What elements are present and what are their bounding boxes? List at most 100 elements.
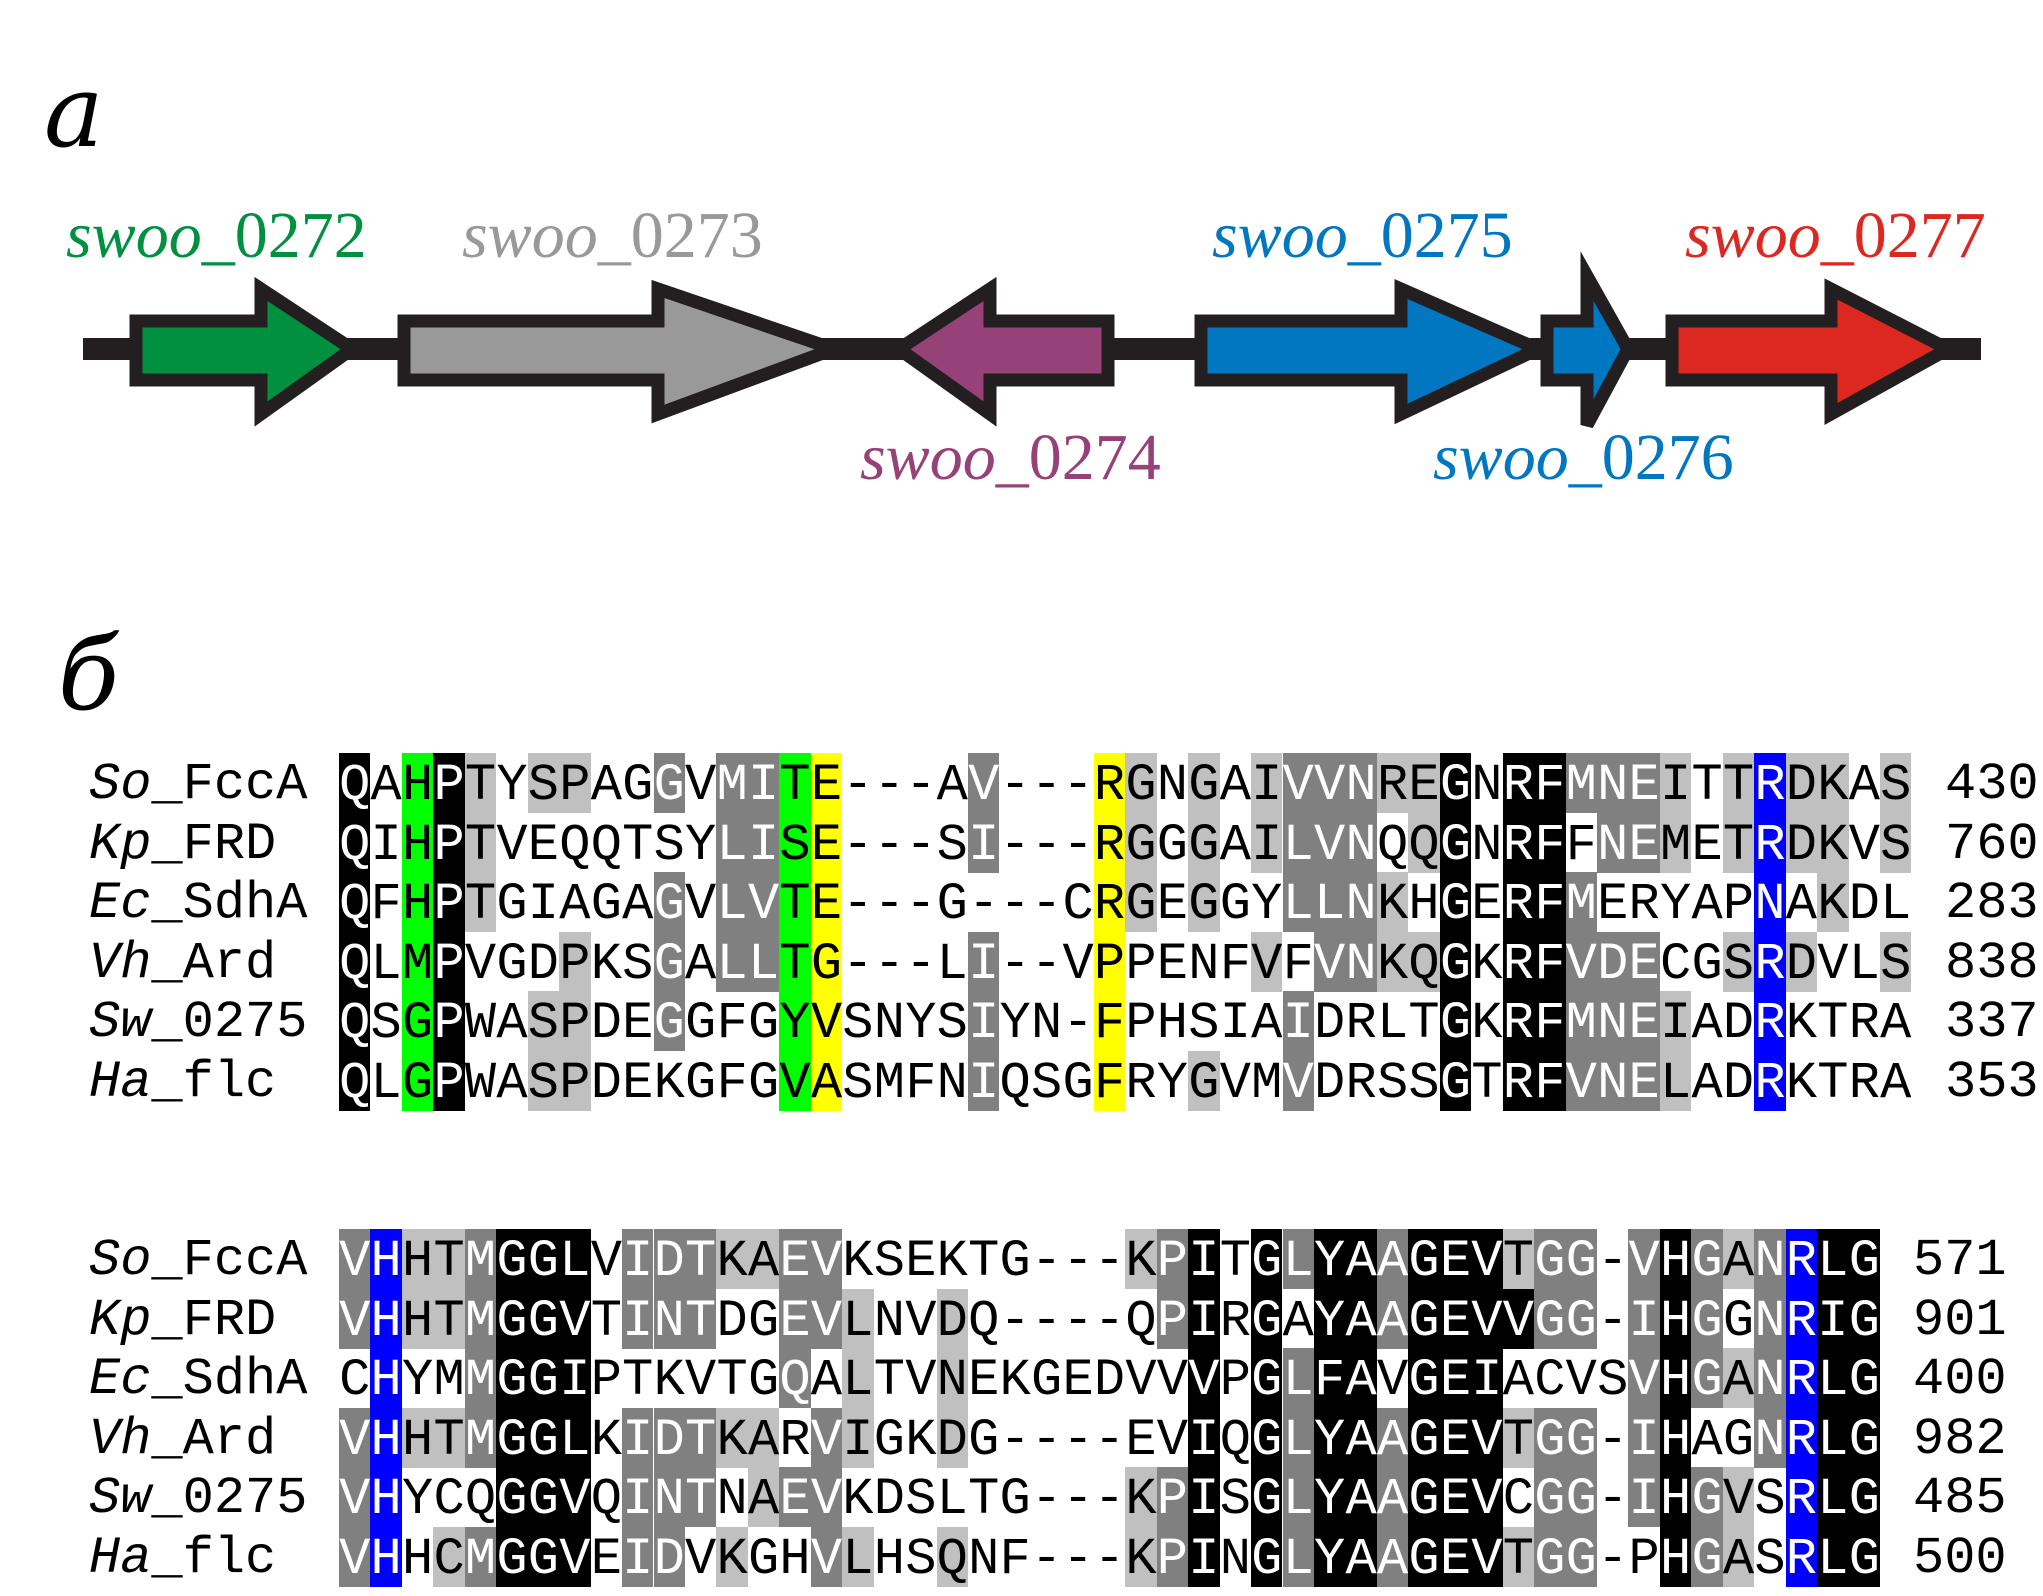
residue: N [968,1530,1000,1588]
residue: S [842,994,874,1052]
gene-arrow-swoo-0272 [129,276,364,427]
residue: E [810,872,843,933]
residue: K [1376,931,1409,992]
residue: D [1093,1351,1126,1409]
residue: G [1848,1527,1881,1588]
residue: H [370,1467,402,1528]
residue: - [999,1291,1031,1349]
residue: Q [464,1470,497,1528]
residue: F [1534,812,1566,873]
residue: P [559,753,591,814]
residue: - [1031,875,1063,933]
residue: T [873,1351,905,1409]
residue: C [1062,875,1094,933]
species-abbrev: So [89,1231,152,1290]
residue: G [1534,1527,1566,1588]
residue: K [653,1351,685,1409]
residue: H [1659,1467,1692,1528]
residue: M [464,1288,497,1349]
residue: - [1062,815,1094,873]
residue: V [1282,753,1314,814]
residue: A [1880,1054,1912,1112]
residue: D [590,994,622,1052]
residue: K [1125,1527,1157,1588]
residue: G [1691,1288,1723,1349]
residue: M [464,1348,497,1409]
residue: - [1062,994,1094,1052]
residue: P [559,991,591,1052]
residue: V [1471,1527,1503,1588]
residue: M [433,1351,465,1409]
residue: A [1219,756,1251,814]
residue: G [401,1051,434,1112]
residue: E [1439,1288,1472,1349]
residue: E [1628,753,1660,814]
gene-label-swoo-0273: swoo_0273 [462,203,763,269]
residue: R [1754,753,1786,814]
residue: V [1188,1348,1220,1409]
protein-name: _FRD [151,1290,277,1350]
residue: G [1188,872,1220,933]
residue: I [1628,1288,1660,1349]
residue: N [936,1054,968,1112]
residue: F [1534,991,1566,1052]
residue: G [1691,934,1723,992]
residue: G [1031,1351,1063,1409]
residue: I [370,815,402,873]
residue: N [1156,756,1189,814]
residue: Q [936,1527,968,1588]
gene-label-swoo-0275: swoo_0275 [1212,203,1513,269]
residue: Y [1313,1467,1346,1528]
residue: L [842,1527,874,1588]
residue: E [810,812,843,873]
residue: K [1125,1467,1157,1528]
residue: T [464,812,497,873]
residue: W [464,994,497,1052]
residue: S [1754,1530,1786,1588]
residue: K [1125,1229,1157,1290]
residue: R [1502,753,1535,814]
residue: S [905,1470,937,1528]
residue: T [433,1288,465,1349]
residue: P [1628,1530,1660,1588]
residue: V [685,756,717,814]
residue: G [1439,753,1472,814]
residue: T [433,1407,465,1468]
protein-name: _SdhA [151,874,308,934]
residue: V [1156,1410,1189,1468]
residue: G [527,1467,560,1528]
residue: M [1565,753,1597,814]
residue: V [339,1288,371,1349]
residue: T [1722,753,1755,814]
residue: R [1345,1054,1377,1112]
residue: - [968,875,1000,933]
gene-label-prefix: swoo [66,199,202,272]
residue: D [527,934,560,992]
residue: G [653,872,685,933]
residue: A [1345,1527,1377,1588]
residue: - [1597,1470,1629,1528]
residue: N [1597,753,1629,814]
residue: S [936,815,968,873]
residue: A [1376,1467,1409,1528]
residue: V [1817,934,1849,992]
gene-label-suffix: _0274 [995,421,1161,494]
residue: E [810,753,843,814]
species-abbrev: So [89,755,152,814]
residue: S [1219,1470,1251,1528]
residue: V [339,1467,371,1528]
residue-position: 901 [1913,1290,2007,1350]
residue: N [1471,815,1503,873]
species-abbrev: Kp [89,1290,152,1350]
residue: L [1817,1229,1849,1290]
species-abbrev: Kp [89,814,152,874]
residue: L [1282,812,1314,873]
residue: G [1534,1288,1566,1349]
residue-position: 838 [1945,933,2039,993]
residue: V [685,875,717,933]
residue: Y [685,815,717,873]
residue: E [1439,1527,1472,1588]
residue: G [1251,1467,1283,1528]
residue: V [968,753,1000,814]
residue: V [339,1527,371,1588]
